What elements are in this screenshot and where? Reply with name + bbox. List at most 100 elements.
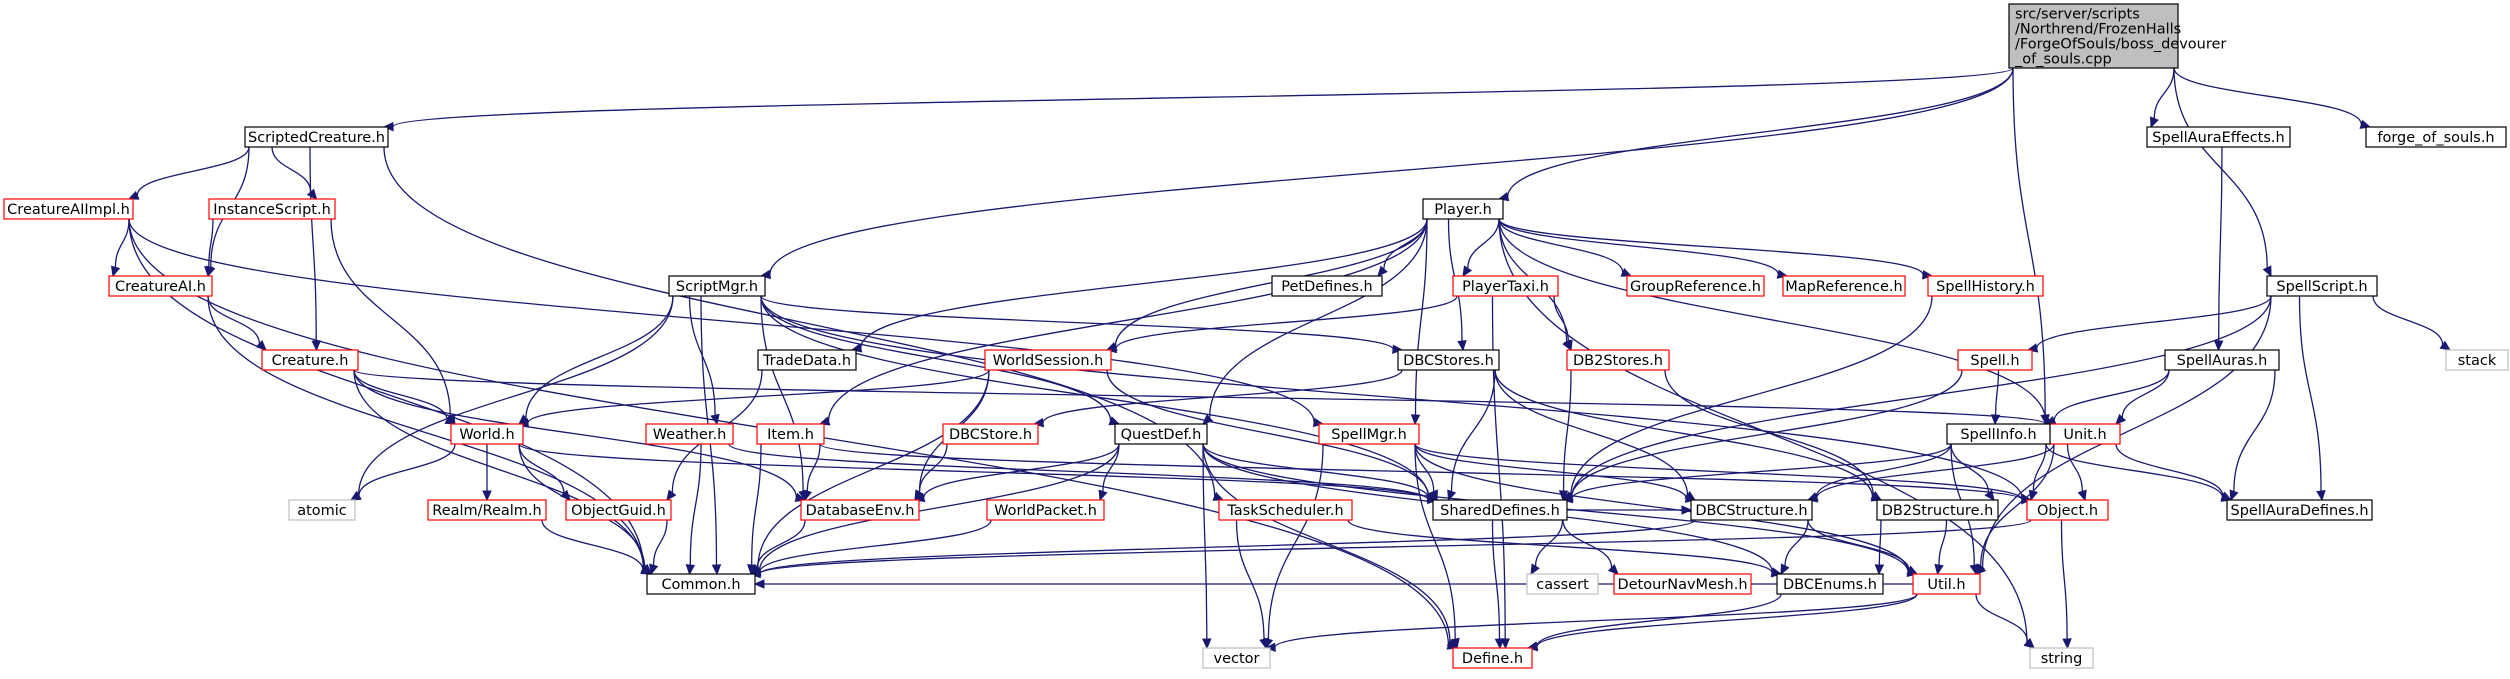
node-dbcenums[interactable]: DBCEnums.h xyxy=(1776,573,1884,595)
node-instancescript[interactable]: InstanceScript.h xyxy=(208,198,336,220)
node-objectguid[interactable]: ObjectGuid.h xyxy=(565,499,672,521)
node-label: Unit.h xyxy=(2063,427,2106,443)
node-weather[interactable]: Weather.h xyxy=(645,423,734,445)
edge-arrowhead xyxy=(311,340,321,352)
node-mapreference[interactable]: MapReference.h xyxy=(1782,275,1906,297)
node-item[interactable]: Item.h xyxy=(756,423,825,445)
node-creatureai[interactable]: CreatureAI.h xyxy=(108,275,213,297)
edge-arrowhead xyxy=(1212,491,1225,501)
edge-arrowhead xyxy=(1429,489,1438,502)
node-petdefines[interactable]: PetDefines.h xyxy=(1271,275,1383,297)
edge-unit-to-object xyxy=(2066,443,2087,502)
node-common[interactable]: Common.h xyxy=(646,573,756,595)
edge-arrowhead xyxy=(1990,414,2001,426)
node-util[interactable]: Util.h xyxy=(1912,573,1981,595)
edge-arrowhead xyxy=(685,564,696,576)
edge-shareddefines-to-define xyxy=(1491,519,1505,650)
node-spell[interactable]: Spell.h xyxy=(1957,349,2033,371)
node-worldpacket[interactable]: WorldPacket.h xyxy=(986,499,1105,521)
node-label: QuestDef.h xyxy=(1121,427,1202,443)
node-world[interactable]: World.h xyxy=(450,423,524,445)
node-spellhistory[interactable]: SpellHistory.h xyxy=(1927,275,2044,297)
node-dbcstructure[interactable]: DBCStructure.h xyxy=(1690,499,1813,521)
edges-layer xyxy=(110,67,2452,652)
edge-line xyxy=(1571,295,2272,498)
edge-arrowhead xyxy=(1494,638,1505,650)
node-dbcstore[interactable]: DBCStore.h xyxy=(942,423,1039,445)
node-label: PlayerTaxi.h xyxy=(1462,279,1549,295)
edge-unit-to-dbcstructure xyxy=(1806,443,2055,503)
node-spellmgr[interactable]: SpellMgr.h xyxy=(1318,423,1420,445)
edge-root-to-spellscript xyxy=(2173,67,2272,278)
edge-arrowhead xyxy=(640,565,653,575)
node-label: CreatureAI.h xyxy=(115,279,206,295)
edge-arrowhead xyxy=(2229,489,2239,502)
edge-line xyxy=(136,146,250,196)
node-label: src/server/scripts xyxy=(2015,7,2140,23)
node-groupreference[interactable]: GroupReference.h xyxy=(1626,275,1765,297)
node-detournavmesh[interactable]: DetourNavMesh.h xyxy=(1613,573,1752,595)
node-define[interactable]: Define.h xyxy=(1452,647,1533,669)
node-box xyxy=(756,423,825,445)
edge-root-to-spellinfo xyxy=(2012,67,2050,426)
node-atomic: atomic xyxy=(288,499,356,521)
edge-line xyxy=(1208,218,1428,418)
node-spellscript[interactable]: SpellScript.h xyxy=(2266,275,2378,297)
edge-arrowhead xyxy=(2262,265,2272,278)
edge-line xyxy=(1115,295,1458,349)
edge-line xyxy=(1562,519,1613,568)
node-object[interactable]: Object.h xyxy=(2026,499,2109,521)
node-db2stores[interactable]: DB2Stores.h xyxy=(1566,349,1670,371)
edge-line xyxy=(1491,295,1506,640)
edge-line xyxy=(518,443,1429,501)
node-player[interactable]: Player.h xyxy=(1422,198,1504,220)
node-playertaxi[interactable]: PlayerTaxi.h xyxy=(1452,275,1559,297)
edge-weather-to-shareddefines xyxy=(728,443,1439,505)
node-spellauras[interactable]: SpellAuras.h xyxy=(2164,349,2280,371)
edge-scriptmgr-to-questdef xyxy=(760,295,1121,426)
edge-arrowhead xyxy=(1108,416,1121,426)
edge-creature-to-unit xyxy=(353,369,2056,429)
edge-line xyxy=(1507,67,2014,197)
edge-spellinfo-to-object xyxy=(2028,443,2047,502)
node-spellauraeffects[interactable]: SpellAuraEffects.h xyxy=(2146,126,2291,148)
node-spellinfo[interactable]: SpellInfo.h xyxy=(1946,423,2051,445)
node-shareddefines[interactable]: SharedDefines.h xyxy=(1432,499,1568,521)
edge-line xyxy=(1114,218,1428,347)
node-unit[interactable]: Unit.h xyxy=(2049,423,2121,445)
edge-dbcstore-to-databaseenv xyxy=(914,443,948,502)
edge-creatureaiimpl-to-creatureai xyxy=(110,218,130,278)
edge-root-to-player xyxy=(1497,67,2014,202)
node-label: _of_souls.cpp xyxy=(2014,52,2112,68)
edge-arrowhead xyxy=(2062,638,2072,650)
node-tradedata[interactable]: TradeData.h xyxy=(757,349,857,371)
edge-arrowhead xyxy=(1202,638,1212,650)
edge-line xyxy=(2012,67,2046,416)
edge-line xyxy=(208,218,214,268)
edge-spellinfo-to-db2structure xyxy=(1950,443,1995,501)
node-scriptmgr[interactable]: ScriptMgr.h xyxy=(668,275,766,297)
edge-arrowhead xyxy=(1259,637,1269,650)
node-box xyxy=(2164,349,2280,371)
edge-dbcstructure-to-util xyxy=(1807,519,1919,575)
edge-line xyxy=(1450,369,1496,492)
edge-creatureai-to-creature xyxy=(207,295,267,351)
edge-line xyxy=(2032,443,2047,492)
node-scriptedcreature[interactable]: ScriptedCreature.h xyxy=(244,126,389,148)
node-dbcstores[interactable]: DBCStores.h xyxy=(1397,349,1500,371)
node-questdef[interactable]: QuestDef.h xyxy=(1114,423,1208,445)
node-worldsession[interactable]: WorldSession.h xyxy=(984,349,1112,371)
node-taskscheduler[interactable]: TaskScheduler.h xyxy=(1218,499,1353,521)
edge-line xyxy=(2053,369,2170,421)
node-creatureaiimpl[interactable]: CreatureAIImpl.h xyxy=(3,198,134,220)
edge-line xyxy=(760,295,1430,498)
edge-unit-to-spellauradefines xyxy=(2115,443,2233,501)
edge-arrowhead xyxy=(1563,339,1573,352)
node-creature[interactable]: Creature.h xyxy=(261,349,359,371)
node-db2structure[interactable]: DB2Structure.h xyxy=(1876,499,1999,521)
edge-spellscript-to-shareddefines xyxy=(1561,295,2272,502)
node-realm[interactable]: Realm/Realm.h xyxy=(427,499,547,521)
node-spellauradefines[interactable]: SpellAuraDefines.h xyxy=(2226,499,2373,521)
node-forgeofsouls[interactable]: forge_of_souls.h xyxy=(2365,126,2507,148)
node-databaseenv[interactable]: DatabaseEnv.h xyxy=(800,499,920,521)
